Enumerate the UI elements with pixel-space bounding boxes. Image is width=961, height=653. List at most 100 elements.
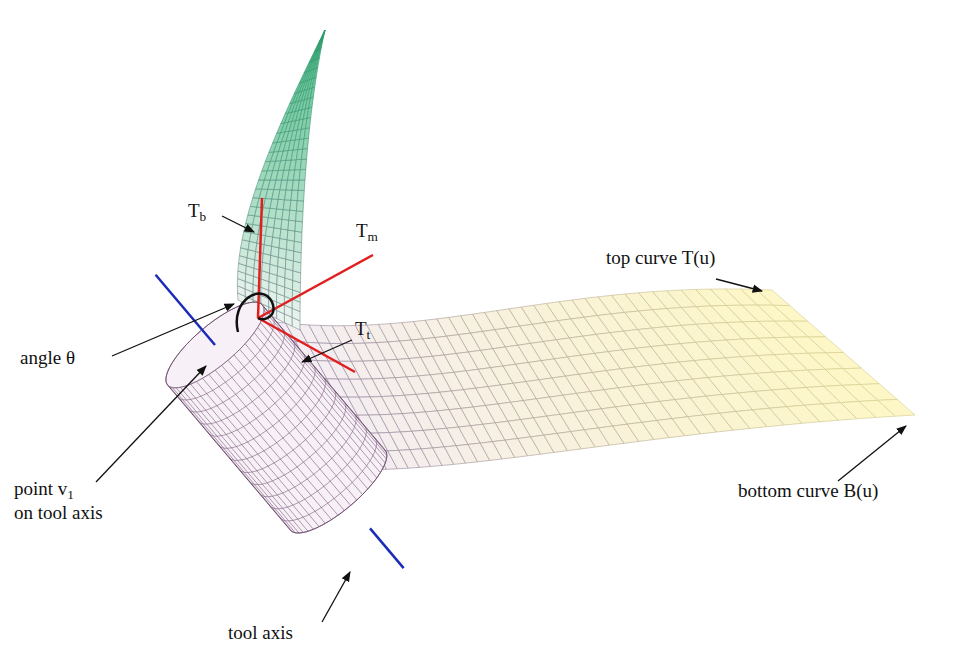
mesh-cell — [287, 230, 295, 241]
mesh-cell — [282, 210, 290, 221]
label: point v1 on tool axis — [14, 478, 103, 524]
swept-fin-mesh — [237, 30, 325, 330]
label: Tm — [356, 220, 378, 244]
mesh-cell — [878, 399, 915, 416]
axis-line — [156, 275, 215, 345]
tool-cylinder — [166, 302, 387, 533]
mesh-cell — [278, 248, 286, 259]
label: angle θ — [20, 347, 75, 369]
subscript: b — [200, 209, 207, 224]
mesh-cell — [321, 30, 325, 40]
mesh-cell — [309, 97, 314, 108]
label-part: T — [188, 200, 200, 221]
cylinder-mesh-line — [215, 370, 338, 515]
leader-line — [716, 279, 762, 291]
cylinder-mesh-line — [173, 388, 296, 533]
mesh-cell — [286, 249, 294, 260]
cylinder-mesh-line — [170, 387, 293, 532]
mesh-cell — [298, 180, 305, 190]
mesh-cell — [264, 236, 272, 247]
label: Tt — [355, 318, 370, 342]
label: top curve T(u) — [606, 247, 715, 269]
mesh-cell — [322, 30, 325, 40]
tool-axis — [156, 275, 404, 568]
frame-axis — [258, 318, 355, 372]
angle-arc — [237, 294, 274, 332]
cylinder-mesh-line — [262, 318, 385, 463]
mesh-cell — [272, 237, 280, 248]
label-part: point v — [14, 478, 67, 499]
cylinder-mesh-line — [264, 307, 387, 452]
cylinder-body — [166, 302, 387, 533]
mesh-cell — [312, 77, 316, 88]
mesh-cell — [288, 220, 296, 231]
mesh-cell — [808, 337, 843, 353]
mesh-cell — [291, 190, 298, 200]
mesh-cell — [306, 117, 311, 128]
cylinder-mesh-line — [180, 387, 303, 532]
leader-line — [96, 366, 206, 482]
cylinder-mesh-line — [185, 386, 308, 531]
cylinder-mesh-line — [258, 327, 381, 472]
mesh-cell — [321, 30, 325, 40]
mesh-cell — [301, 149, 307, 160]
mesh-cell — [323, 30, 325, 39]
mesh-cell — [843, 368, 879, 384]
subscript: m — [368, 229, 378, 244]
label-part: top curve T(u) — [606, 247, 715, 268]
leader-lines — [96, 216, 906, 622]
mesh-cell — [319, 40, 323, 50]
mesh-cell — [299, 170, 306, 180]
mesh-cell — [286, 240, 294, 251]
mesh-cell — [279, 238, 287, 249]
mesh-cell — [322, 30, 325, 40]
mesh-cell — [280, 229, 288, 240]
label-part: on tool axis — [14, 502, 103, 523]
subscript: t — [367, 327, 371, 342]
mesh-cell — [310, 87, 314, 98]
mesh-cell — [281, 219, 289, 230]
mesh-cell — [791, 321, 826, 337]
cylinder-mesh-line — [196, 382, 319, 527]
mesh-cell — [774, 305, 808, 321]
mesh-cell — [297, 190, 304, 201]
cylinder-mesh-line — [203, 378, 326, 523]
mesh-cell — [300, 159, 306, 170]
cylinder-mesh-line — [222, 365, 345, 510]
mesh-cell — [296, 201, 303, 212]
mesh-cell — [290, 200, 297, 211]
cylinder-mesh-line — [245, 344, 368, 489]
cylinder-mesh-line — [168, 305, 264, 388]
mesh-cell — [314, 67, 318, 78]
mesh-cell — [289, 210, 297, 221]
mesh-cell — [320, 30, 325, 41]
leader-line — [112, 304, 234, 356]
mesh-cell — [320, 30, 325, 40]
label-part: tool axis — [228, 622, 293, 643]
mesh-cell — [826, 353, 862, 369]
label-part: angle θ — [20, 347, 75, 368]
leader-line — [222, 216, 254, 232]
mesh-cell — [295, 221, 303, 232]
label-part: T — [356, 220, 368, 241]
mesh-cell — [293, 251, 301, 263]
mesh-cell — [303, 138, 309, 149]
cylinder-mesh-line — [191, 384, 314, 529]
label: tool axis — [228, 622, 293, 644]
frame-axis — [258, 198, 262, 318]
cylinder-mesh-line — [209, 374, 332, 519]
label-part: T — [355, 318, 367, 339]
cylinder-mesh-line — [228, 360, 351, 505]
mesh-cell — [320, 30, 325, 41]
cylinder-mesh-line — [176, 388, 299, 533]
mesh-cell — [304, 128, 310, 139]
mesh-cell — [756, 289, 790, 305]
axis-line — [370, 528, 404, 568]
mesh-cell — [294, 241, 302, 253]
mesh-cell — [307, 107, 312, 118]
leader-line — [322, 572, 350, 622]
cylinder-mesh-line — [178, 317, 274, 400]
label-part: bottom curve B(u) — [738, 480, 878, 501]
